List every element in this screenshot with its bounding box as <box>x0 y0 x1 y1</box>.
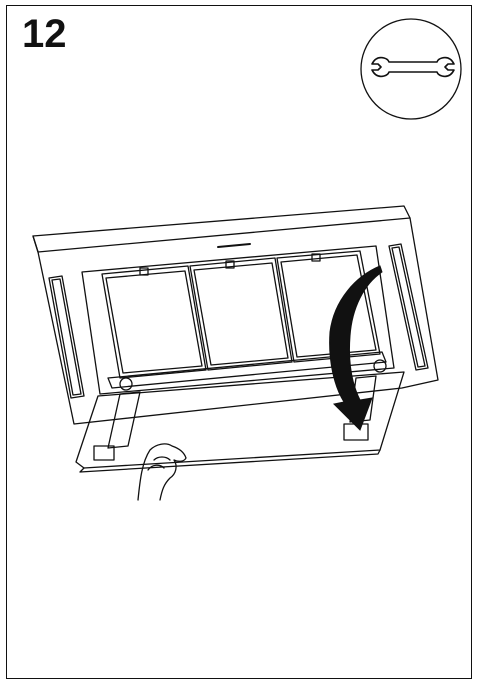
wrench-icon <box>360 18 462 120</box>
left-light-strip <box>48 275 85 399</box>
front-panel <box>75 371 405 469</box>
filter-panel-3 <box>276 250 381 363</box>
step-number: 12 <box>22 12 67 56</box>
hand-icon <box>137 443 187 501</box>
filter-panel-1 <box>101 265 207 379</box>
hood-body <box>32 205 439 425</box>
filter-recess <box>81 245 395 395</box>
page-frame <box>6 5 472 679</box>
filter-panel-2 <box>189 257 293 371</box>
curved-arrow-icon <box>329 265 383 431</box>
right-light-strip <box>388 243 429 371</box>
